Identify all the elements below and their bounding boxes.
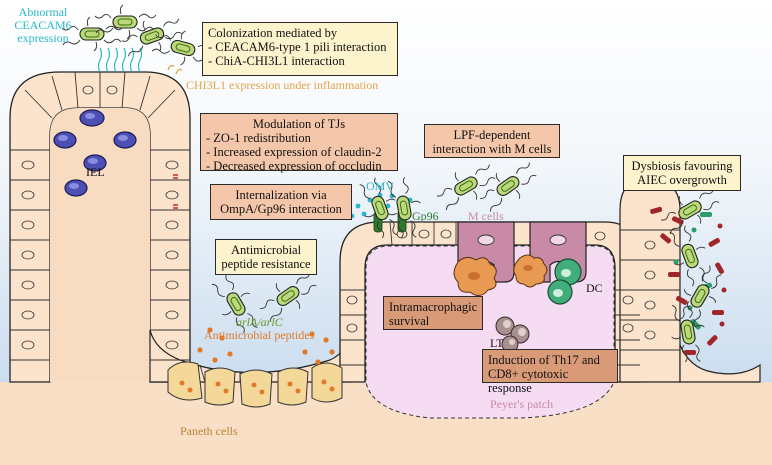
colonization-item: - CEACAM6-type 1 pili interaction — [208, 40, 387, 54]
th17-line: Induction of Th17 and — [488, 353, 600, 367]
chi3l1-marks — [167, 64, 183, 75]
internalization-line: OmpA/Gp96 interaction — [220, 202, 342, 216]
tjs-item: - ZO-1 redistribution — [206, 131, 311, 145]
arla-label: arlA/arlC — [236, 315, 283, 329]
gp96-label: Gp96 — [412, 209, 439, 223]
internalization-line: Internalization via — [235, 188, 327, 202]
tight-junctions — [173, 174, 178, 209]
lpf-box: LPF-dependent interaction with M cells — [424, 124, 560, 158]
paneth-granules — [179, 379, 335, 395]
colonization-item: - ChiA-CHI3L1 interaction — [208, 54, 345, 68]
lt-label: LT — [490, 336, 504, 350]
ceacam6-label-line: Abnormal — [18, 5, 68, 19]
intramacrophagic-line: Intramacrophagic — [389, 300, 478, 314]
dendritic-cells — [547, 258, 582, 305]
ceacam6-label: Abnormal CEACAM6 expression — [8, 6, 78, 45]
paneth-cells-label: Paneth cells — [180, 424, 238, 438]
intramacrophagic-box: Intramacrophagic survival — [383, 296, 483, 330]
antimicrobial-peptides-label: Antimicrobial peptides — [204, 328, 315, 342]
dysbiosis-box: Dysbiosis favouring AIEC overgrowth — [623, 155, 741, 191]
internalization-box: Internalization via OmpA/Gp96 interactio… — [210, 184, 352, 220]
tjs-box: Modulation of TJs - ZO-1 redistribution … — [200, 113, 398, 173]
antimicrobial-peptide-dots — [197, 327, 335, 365]
th17-line: CD8+ cytotoxic response — [488, 367, 569, 395]
antimicrobial-line: peptide resistance — [221, 257, 311, 271]
macrophages — [453, 254, 548, 296]
tjs-title: Modulation of TJs — [252, 117, 346, 131]
dc-label: DC — [586, 281, 603, 295]
dysbiosis-bacteria — [650, 206, 727, 355]
lpf-line: LPF-dependent — [453, 128, 531, 142]
iel-highlight — [58, 113, 128, 189]
tjs-item: - Increased expression of claudin-2 — [206, 145, 382, 159]
m-cells-label: M cells — [468, 209, 504, 223]
tjs-item: - Decreased expression of occludin — [206, 159, 382, 173]
paneth-cells — [167, 361, 343, 408]
iel-label: IEL — [86, 165, 105, 179]
peyers-patch-label: Peyer's patch — [490, 397, 554, 411]
dysbiosis-line: AIEC overgrowth — [637, 173, 727, 187]
dysbiosis-line: Dysbiosis favouring — [631, 159, 733, 173]
omv-label: OMV — [366, 179, 395, 193]
colonization-box: Colonization mediated by - CEACAM6-type … — [202, 22, 398, 76]
villus-right — [619, 179, 681, 383]
villus-core — [50, 108, 150, 382]
colonization-title: Colonization mediated by — [208, 26, 338, 40]
antimicrobial-line: Antimicrobial — [230, 243, 302, 257]
intramacrophagic-line: survival — [389, 314, 430, 328]
lpf-line: interaction with M cells — [432, 142, 552, 156]
th17-box: Induction of Th17 and CD8+ cytotoxic res… — [482, 349, 618, 395]
ceacam6-label-line: CEACAM6 — [14, 18, 72, 32]
antimicrobial-box: Antimicrobial peptide resistance — [215, 239, 317, 275]
ceacam6-label-line: expression — [17, 31, 69, 45]
chi3l1-label: CHI3L1 expression under inflammation — [186, 78, 379, 92]
